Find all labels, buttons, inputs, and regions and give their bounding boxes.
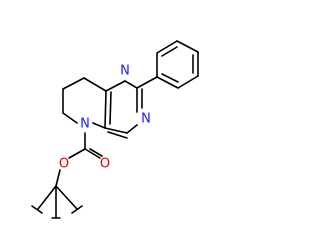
bond-layer xyxy=(31,40,199,219)
bond xyxy=(156,76,179,89)
bond xyxy=(62,112,78,124)
bond xyxy=(71,205,83,214)
bond xyxy=(161,73,179,83)
bond xyxy=(177,75,199,89)
bond xyxy=(55,185,78,210)
bond xyxy=(31,205,43,214)
bond xyxy=(84,148,101,159)
atom-o-carbonyl: O xyxy=(100,157,110,172)
bond xyxy=(55,169,61,187)
atom-label: N xyxy=(120,64,130,79)
atom-n-piperidine: N xyxy=(80,117,90,132)
atom-label: N xyxy=(141,112,151,127)
bond xyxy=(68,148,86,159)
bond xyxy=(109,91,112,125)
atom-label-layer: N N N O O xyxy=(59,64,151,172)
bond xyxy=(126,124,138,134)
bond xyxy=(37,185,57,210)
bond xyxy=(105,80,126,92)
bond xyxy=(156,40,178,54)
bond xyxy=(124,80,138,89)
bond xyxy=(62,77,85,90)
atom-label: N xyxy=(80,117,90,132)
atom-label: O xyxy=(59,157,69,172)
bond xyxy=(107,131,128,139)
atom-label: O xyxy=(100,157,110,172)
bond xyxy=(89,148,103,157)
atom-n-pyrimidine-right: N xyxy=(141,112,151,127)
atom-n-pyrimidine-top: N xyxy=(120,64,130,79)
bond xyxy=(83,77,107,92)
bond xyxy=(161,46,178,57)
bond xyxy=(176,40,199,53)
structure-diagram: N N N O O xyxy=(31,40,199,219)
atom-o-ester: O xyxy=(59,157,69,172)
bond xyxy=(104,90,107,129)
bond xyxy=(92,122,106,129)
bond xyxy=(136,76,158,89)
bond xyxy=(104,127,128,134)
